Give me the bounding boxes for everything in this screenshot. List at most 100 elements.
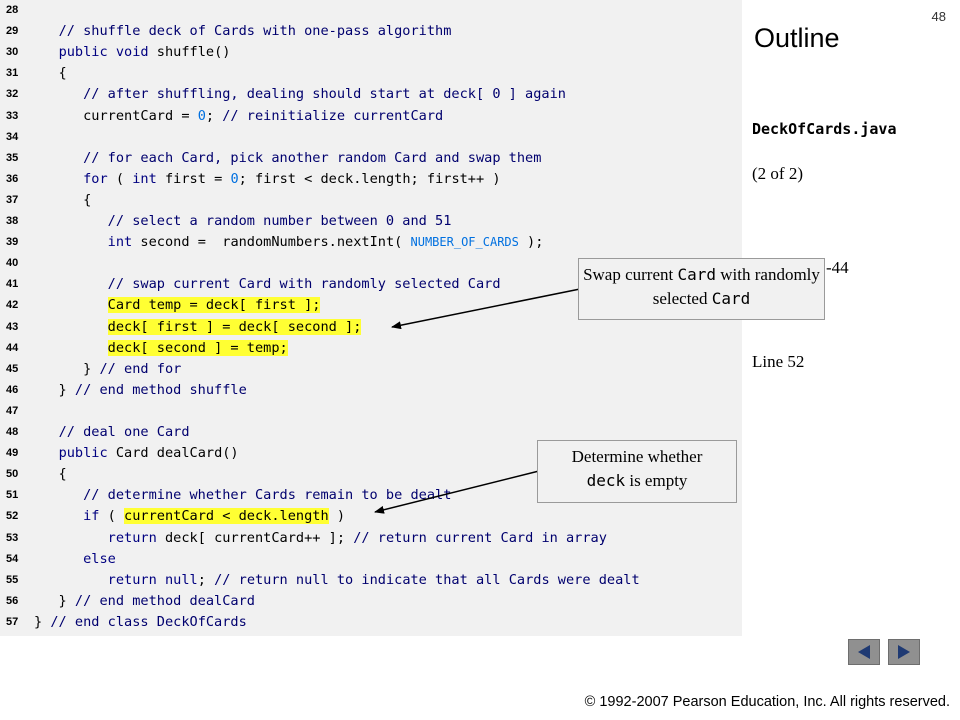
code-token: int [107,234,133,251]
deck-callout-text-2: is empty [625,471,688,490]
line-number: 29 [6,25,19,38]
code-line: 57} // end class DeckOfCards [0,612,742,633]
line-number: 37 [6,193,19,206]
code-token: { [34,191,92,208]
code-token: Card dealCard() [107,445,239,462]
line-number: 39 [6,236,19,249]
code-token: ; [205,107,223,124]
line52-label: Line 52 [752,352,805,371]
triangle-right-icon [898,645,910,659]
line-number: 30 [6,46,19,59]
code-token: int [132,170,157,187]
code-line: 32 // after shuffling, dealing should st… [0,84,742,105]
code-token: second = randomNumbers.nextInt( [132,234,411,251]
code-line: 43 deck[ first ] = deck[ second ]; [0,317,742,338]
code-token: // deal one Card [58,424,190,440]
code-text: // select a random number between 0 and … [34,211,452,232]
page-number: 48 [931,9,946,24]
part-label: (2 of 2) [752,164,803,183]
deck-callout-text-1: Determine whether [571,447,703,466]
code-token: NUMBER_OF_CARDS [410,235,519,250]
code-text: deck[ second ] = temp; [34,338,288,359]
outline-title: Outline [754,23,840,53]
code-line: 47 [0,401,742,422]
code-token: else [83,550,116,567]
code-token: // for each Card, pick another random Ca… [83,149,542,166]
code-line: 38 // select a random number between 0 a… [0,211,742,232]
code-line: 48 // deal one Card [0,422,742,443]
code-token: { [34,65,67,82]
code-text: { [34,63,67,84]
line-number: 31 [6,67,19,80]
code-line: 35 // for each Card, pick another random… [0,148,742,169]
code-token: // shuffle deck of Cards with one-pass a… [58,23,452,40]
code-text: int second = randomNumbers.nextInt( NUMB… [34,232,544,253]
code-text: { [34,464,67,485]
code-text: // after shuffling, dealing should start… [34,84,566,105]
previous-slide-button[interactable] [848,639,880,665]
code-token: // after shuffling, dealing should start… [83,86,566,103]
highlighted-code-token: deck[ second ] = temp; [107,339,288,356]
swap-callout: Swap current Card with randomly selected… [578,258,825,320]
code-token: // reinitialize currentCard [222,107,444,124]
line-number: 56 [6,594,19,607]
code-text: // for each Card, pick another random Ca… [34,148,541,169]
code-token: return null [107,571,198,588]
line-number: 36 [6,172,19,185]
code-line: 53 return deck[ currentCard++ ]; // retu… [0,528,742,549]
code-line: 52 if ( currentCard < deck.length ) [0,506,742,527]
code-token: ; first < deck.length; first++ ) [238,170,501,187]
code-line: 29 // shuffle deck of Cards with one-pas… [0,21,742,42]
code-line: 34 [0,127,742,148]
code-line: 44 deck[ second ] = temp; [0,338,742,359]
code-token: ( [99,508,125,525]
highlighted-code-token: deck[ first ] = deck[ second ]; [107,318,362,335]
code-line: 41 // swap current Card with randomly se… [0,274,742,295]
swap-callout-text-2: with randomly selected [652,265,820,308]
copyright-notice: © 1992-2007 Pearson Education, Inc. All … [584,694,950,710]
swap-callout-code-1: Card [677,265,717,284]
code-line: 42 Card temp = deck[ first ]; [0,295,742,316]
line-number: 47 [6,404,19,417]
code-text: // swap current Card with randomly selec… [34,274,501,295]
code-text: { [34,190,91,211]
deck-callout-arrow [374,470,540,514]
line-number: 49 [6,447,19,460]
code-token: // end for [99,360,182,377]
line-number: 50 [6,468,19,481]
code-line: 56 } // end method dealCard [0,591,742,612]
deck-callout-code: deck [586,471,626,490]
code-line: 30 public void shuffle() [0,42,742,63]
line-number: 43 [6,320,19,333]
swap-callout-code-2: Card [711,289,751,308]
code-token: public [58,445,108,462]
code-token: first = [156,170,231,187]
code-token: { [34,466,67,483]
code-text: // deal one Card [34,422,190,443]
code-line: 55 return null; // return null to indica… [0,570,742,591]
code-text: if ( currentCard < deck.length ) [34,506,345,527]
code-text: public void shuffle() [34,42,231,63]
code-line: 54 else [0,549,742,570]
code-text: } // end for [34,359,181,380]
next-slide-button[interactable] [888,639,920,665]
line-number: 34 [6,130,19,143]
filename-label: DeckOfCards.java [752,120,897,138]
deck-callout: Determine whether deck is empty [537,440,737,503]
code-text: } // end method dealCard [34,591,255,612]
code-line: 51 // determine whether Cards remain to … [0,485,742,506]
code-text: else [34,549,116,570]
code-token: // determine whether Cards remain to be … [83,487,452,504]
code-text: Card temp = deck[ first ]; [34,295,321,316]
code-token: // end class DeckOfCards [50,613,247,630]
code-line: 28 [0,0,742,21]
line-number: 32 [6,88,19,101]
code-token: } [34,360,100,377]
code-token: for [83,170,108,187]
code-line: 45 } // end for [0,359,742,380]
code-token: public void [58,44,149,61]
code-line: 49 public Card dealCard() [0,443,742,464]
code-text: deck[ first ] = deck[ second ]; [34,317,362,338]
line-number: 35 [6,151,19,164]
